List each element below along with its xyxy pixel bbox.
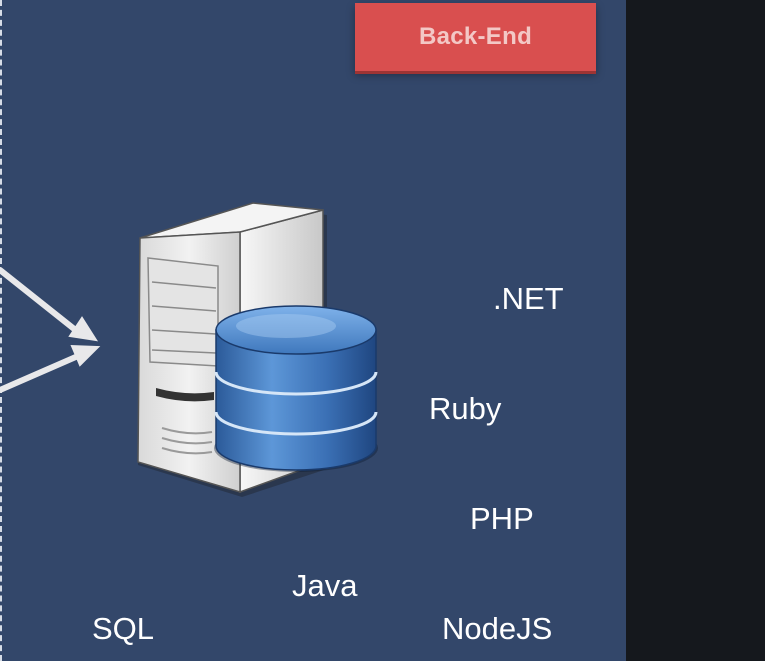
slide: Back-End .NET Ruby PHP Java SQL NodeJS: [0, 0, 626, 661]
tech-label-sql: SQL: [92, 611, 155, 646]
tech-label-ruby: Ruby: [429, 391, 502, 426]
side-panel: [626, 0, 765, 661]
back-end-badge: Back-End: [355, 3, 596, 71]
tech-label-java: Java: [292, 568, 358, 603]
arrow-icon: [0, 267, 101, 393]
tech-label-dotnet: .NET: [493, 281, 564, 316]
tech-label-php: PHP: [470, 501, 534, 536]
dashed-divider: [0, 0, 2, 661]
backend-illustration: [0, 202, 378, 497]
database-icon: [214, 305, 378, 472]
tech-label-nodejs: NodeJS: [442, 611, 553, 646]
